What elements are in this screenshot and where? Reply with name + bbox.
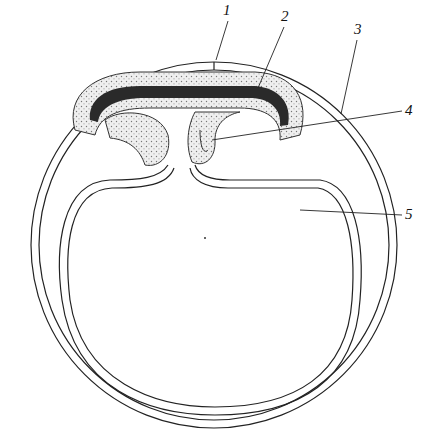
callout-number: 2 [281,9,289,24]
yolk-sac-outer [59,165,361,415]
head-fold [105,113,169,166]
leader-line [300,210,402,215]
yolk-sac-inner [68,168,353,407]
membrane-seam [213,62,214,70]
tail-fold [188,112,240,164]
callout-number: 5 [405,207,413,222]
fold-inner-line [200,130,208,151]
leader-line [212,111,402,140]
outer-membrane [31,62,397,428]
callout-number: 1 [223,3,231,18]
inner-membrane [39,70,389,420]
yolk-speck [204,237,206,239]
leader-line [258,27,284,88]
callout-number: 3 [354,22,362,37]
leader-line [216,21,228,60]
callout-number: 4 [405,103,413,118]
leader-line [341,40,357,114]
